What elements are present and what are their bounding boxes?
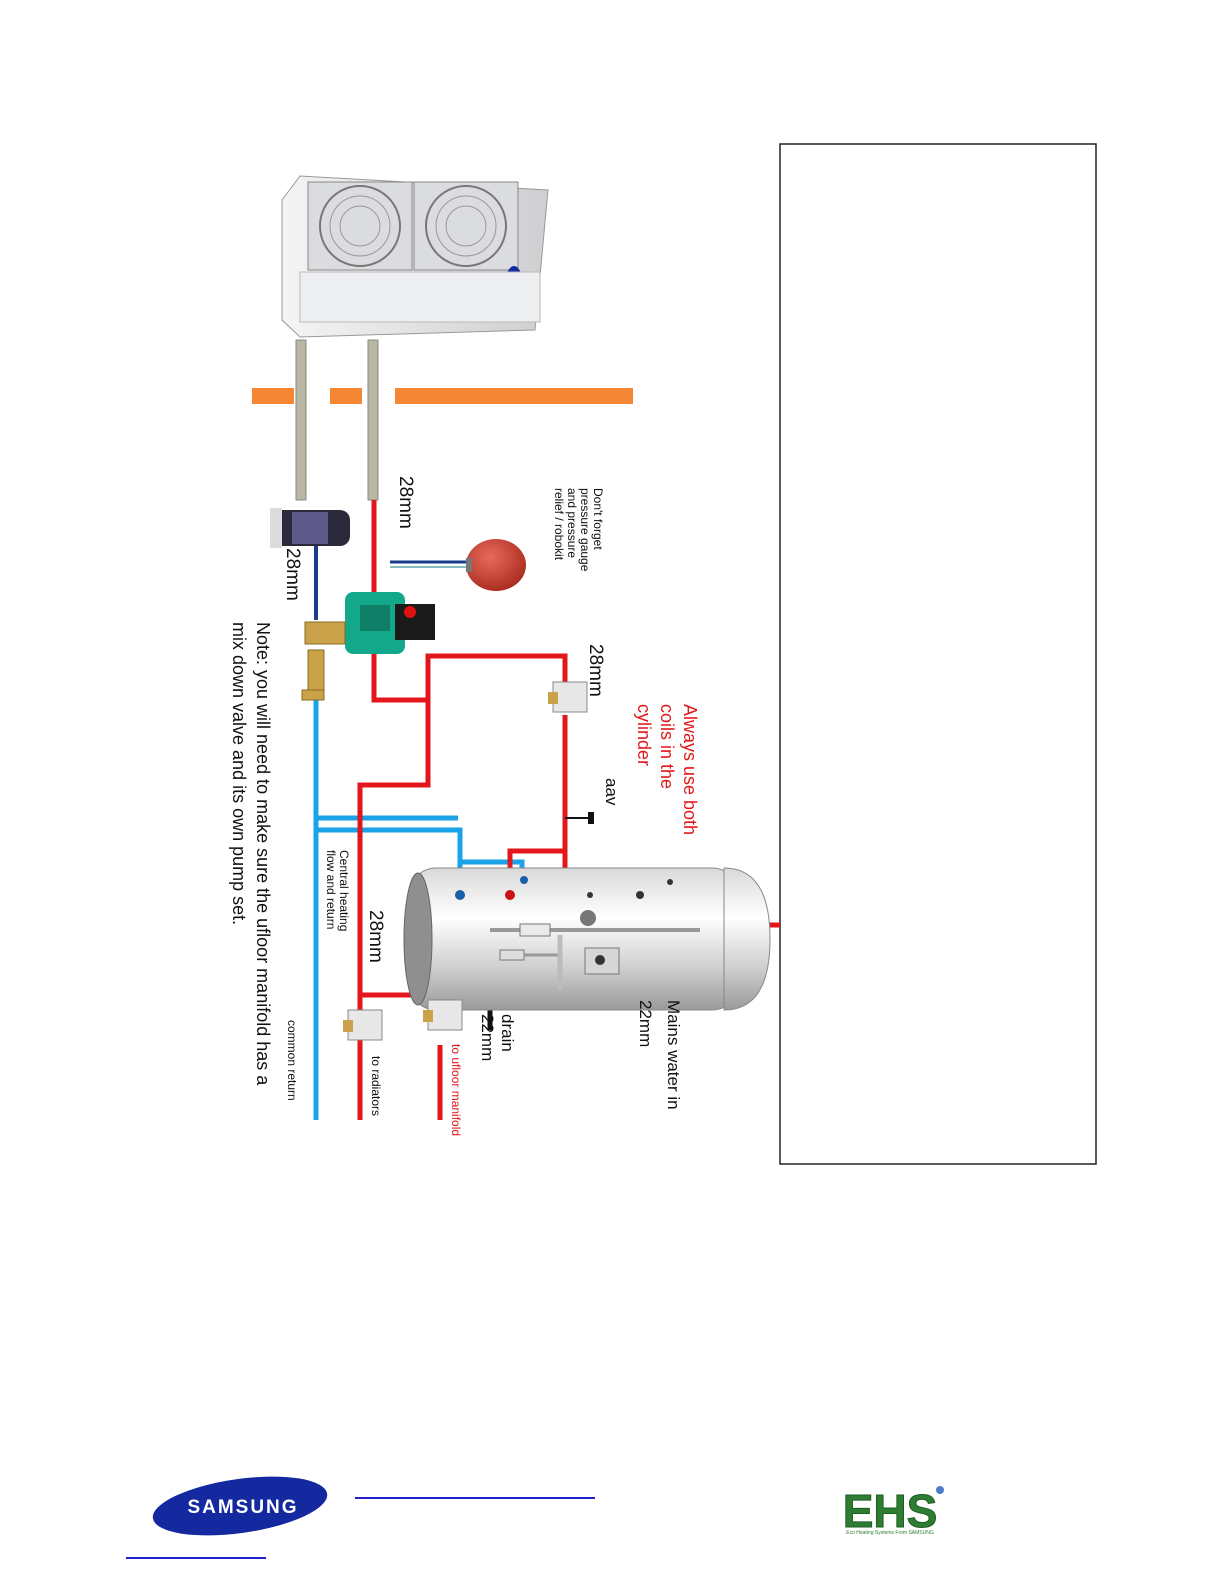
flow-pipework [357, 500, 780, 1120]
hot-water-cylinder [403, 867, 771, 1011]
notes-box [779, 143, 1097, 1165]
automatic-air-vent [565, 812, 594, 824]
flexible-hose-flow [367, 339, 379, 501]
magnetic-filter [270, 508, 350, 548]
svg-text:EHS: EHS [843, 1485, 938, 1537]
svg-text:pressure gauge: pressure gauge [578, 488, 592, 572]
label-dont-forget: Don't forget pressure gauge and pressure… [552, 488, 605, 572]
svg-text:mix down valve and its own pum: mix down valve and its own pump set. [229, 622, 249, 925]
svg-text:22mm: 22mm [636, 1000, 655, 1047]
heat-pump-outdoor-unit [281, 175, 549, 338]
svg-text:Central heating: Central heating [337, 850, 351, 931]
label-28mm-return: 28mm [282, 548, 303, 601]
samsung-logo: SAMSUNG [152, 1476, 328, 1536]
svg-text:drain: drain [498, 1014, 517, 1052]
label-always-use-both-coils: Always use both coils in the cylinder [634, 704, 700, 835]
svg-text:flow and return: flow and return [324, 850, 338, 929]
label-28mm-zone-valve: 28mm [585, 644, 606, 697]
svg-text:22mm: 22mm [478, 1014, 497, 1061]
building-wall [252, 388, 633, 404]
flexible-hose-return [295, 339, 307, 501]
svg-text:relief / robokit: relief / robokit [552, 488, 566, 561]
label-to-ufloor-manifold: to ufloor manifold [449, 1044, 463, 1136]
footer-link[interactable] [355, 1497, 595, 1499]
footer-link-secondary[interactable] [126, 1557, 266, 1559]
svg-text:SAMSUNG: SAMSUNG [187, 1497, 298, 1518]
ehs-logo: EHS Eco Heating Systems From SAMSUNG [842, 1485, 944, 1538]
zone-valve-ufloor [423, 999, 463, 1031]
svg-text:Note: you will need to make su: Note: you will need to make sure the ufl… [253, 622, 273, 1086]
svg-text:coils in the: coils in the [657, 704, 677, 789]
label-common-return: common return [285, 1020, 299, 1101]
label-central-heating: Central heating flow and return [324, 850, 351, 931]
circulating-pump [345, 592, 435, 654]
label-ufloor-note: Note: you will need to make sure the ufl… [229, 622, 273, 1086]
svg-text:Mains water in: Mains water in [664, 1000, 683, 1110]
label-mains-water: Mains water in 22mm [636, 1000, 683, 1110]
svg-text:Don't forget: Don't forget [591, 488, 605, 550]
label-to-radiators: to radiators [369, 1056, 383, 1116]
filling-loop-valves [301, 621, 346, 701]
label-28mm-central-heating: 28mm [365, 910, 386, 963]
expansion-vessel [466, 539, 526, 591]
label-drain: drain 22mm [478, 1014, 517, 1061]
svg-text:Always use both: Always use both [680, 704, 700, 835]
zone-valve-radiators [343, 1009, 383, 1041]
zone-valve-cylinder [548, 681, 588, 713]
svg-text:and pressure: and pressure [565, 488, 579, 558]
label-28mm-flow: 28mm [395, 476, 416, 529]
svg-text:Eco Heating Systems From SAMSU: Eco Heating Systems From SAMSUNG [846, 1530, 934, 1536]
label-aav: aav [602, 778, 621, 806]
svg-text:cylinder: cylinder [634, 704, 654, 766]
